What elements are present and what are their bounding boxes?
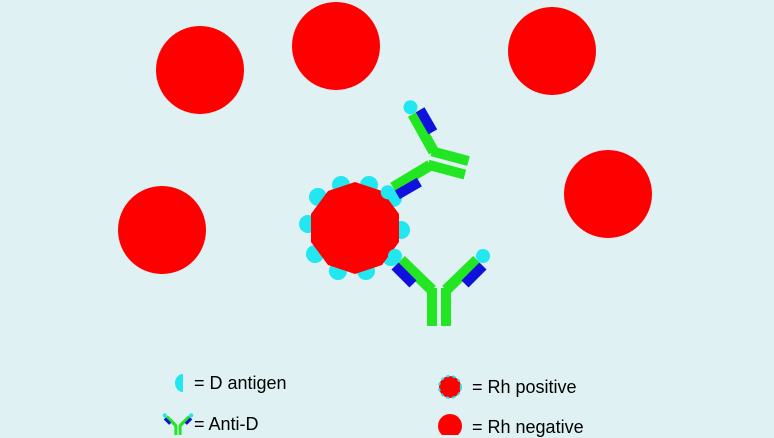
legend-rh-positive-icon xyxy=(438,375,462,399)
legend-anti-d-label: = Anti-D xyxy=(194,414,259,434)
legend-anti-d-icon xyxy=(161,411,195,435)
rh-negative-cell xyxy=(564,150,652,238)
rh-negative-cell xyxy=(156,26,244,114)
rh-negative-cell xyxy=(292,2,380,90)
legend-rh-negative-label: = Rh negative xyxy=(472,417,584,437)
legend-antigen-icon xyxy=(175,374,183,392)
legend-rh-negative-icon xyxy=(438,414,462,435)
rh-negative-cell xyxy=(118,186,206,274)
anti-d-antibody xyxy=(388,249,490,326)
rh-negative-cell xyxy=(508,7,596,95)
legend-antigen-label: = D antigen xyxy=(194,373,287,393)
rh-positive-cell xyxy=(299,176,410,280)
legend-rh-positive-label: = Rh positive xyxy=(472,377,577,397)
